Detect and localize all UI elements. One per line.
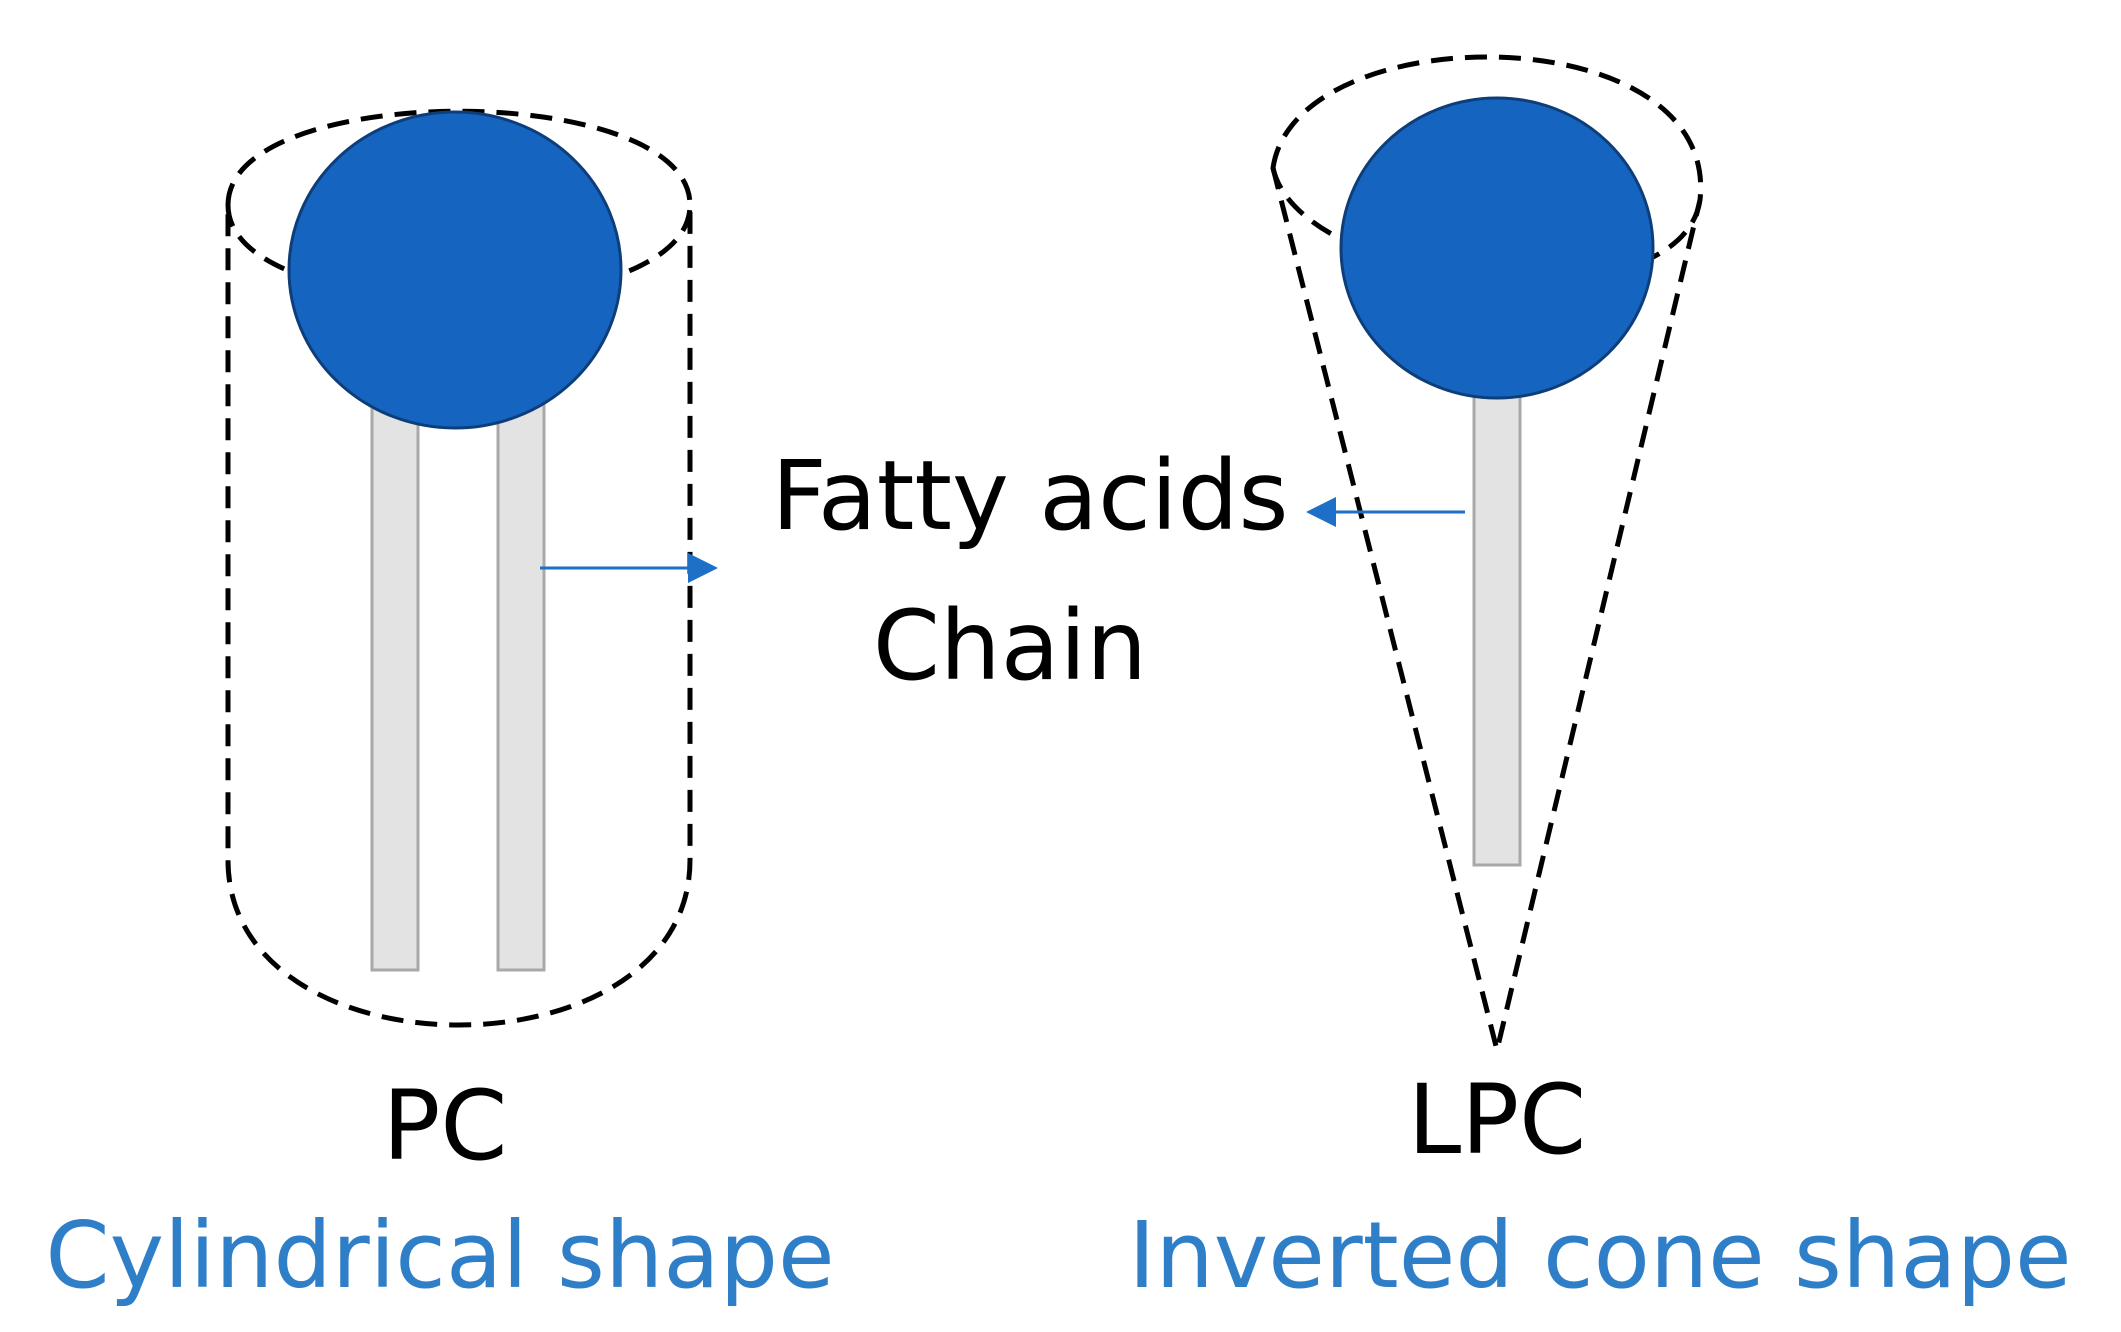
pc-head [287, 110, 623, 430]
pc-tail-right [496, 398, 546, 972]
fatty-acids-label: Fatty acids [771, 440, 1289, 552]
chain-label: Chain [872, 590, 1148, 702]
lpc-tail [1472, 383, 1522, 867]
pc-name-label: PC [382, 1070, 508, 1182]
lpc-name-label: LPC [1407, 1064, 1587, 1176]
lpc-shape-label: Inverted cone shape [1128, 1202, 2072, 1309]
pc-cylinder-outline [225, 108, 693, 1028]
lpc-molecule [1270, 54, 1703, 1051]
lpc-cone-outline [1270, 54, 1703, 1051]
pc-shape-label: Cylindrical shape [45, 1202, 835, 1309]
pc-molecule [225, 108, 718, 1028]
pc-cylinder-rim [225, 204, 693, 302]
lpc-head [1339, 96, 1655, 400]
pc-tail-left [370, 398, 420, 972]
